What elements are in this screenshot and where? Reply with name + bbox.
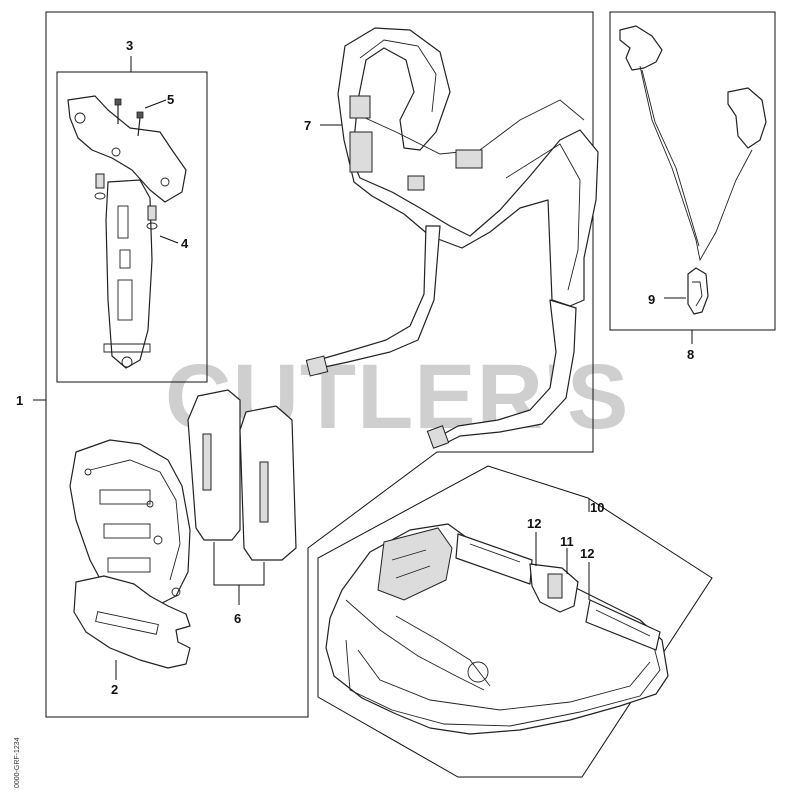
- callout-7: 7: [304, 118, 311, 133]
- callout-2: 2: [111, 682, 118, 697]
- assembly-frame: [33, 11, 594, 718]
- callout-12a: 12: [527, 516, 541, 531]
- callout-6: 6: [234, 611, 241, 626]
- callout-5: 5: [167, 92, 174, 107]
- image-code: 0000-GRF-1234: [14, 737, 21, 788]
- backplate-bracket: [67, 95, 187, 369]
- shoulder-harness: [305, 27, 599, 449]
- hip-belt: [325, 523, 669, 735]
- backplate-subassembly-box: [56, 71, 208, 383]
- callout-12b: 12: [580, 546, 594, 561]
- callout-11: 11: [560, 534, 574, 549]
- callout-3: 3: [126, 38, 133, 53]
- callout-4: 4: [181, 236, 189, 251]
- hip-belt-frame: [317, 465, 713, 778]
- carrying-hook: [619, 25, 767, 315]
- callout-9: 9: [648, 292, 655, 307]
- callout-8: 8: [687, 347, 694, 362]
- callout-10: 10: [590, 500, 604, 515]
- shoulder-pads: [187, 389, 297, 605]
- base-plate: [69, 439, 191, 669]
- callout-1: 1: [16, 393, 23, 408]
